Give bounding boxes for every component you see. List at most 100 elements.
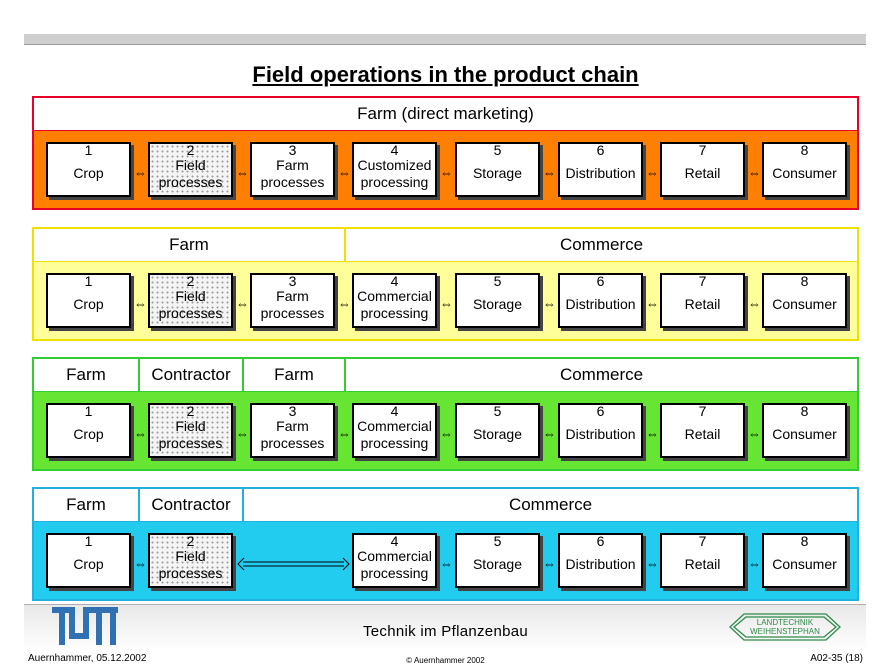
step-number: 6 bbox=[596, 142, 605, 158]
step-number: 5 bbox=[493, 403, 502, 419]
bidirectional-arrow-icon: ⇔ bbox=[543, 556, 556, 571]
step-label: Consumer bbox=[772, 426, 837, 442]
step-number: 2 bbox=[186, 403, 195, 419]
bidirectional-arrow-icon: ⇔ bbox=[543, 426, 556, 441]
bidirectional-arrow-icon: ⇔ bbox=[748, 296, 761, 311]
bidirectional-arrow-icon: ⇔ bbox=[440, 296, 453, 311]
bidirectional-arrow-icon: ⇔ bbox=[236, 165, 249, 180]
step-number: 8 bbox=[800, 273, 809, 289]
step-number: 6 bbox=[596, 273, 605, 289]
step-label: Field processes bbox=[158, 548, 223, 581]
bidirectional-arrow-icon: ⇔ bbox=[543, 296, 556, 311]
panel-header-farm: Farm bbox=[242, 359, 344, 391]
step-label: Distribution bbox=[565, 296, 636, 312]
step-number: 7 bbox=[698, 273, 707, 289]
bidirectional-arrow-icon: ⇔ bbox=[748, 556, 761, 571]
subtitle: Technik im Pflanzenbau bbox=[362, 623, 529, 640]
step-number: 1 bbox=[84, 273, 93, 289]
step-label: Field processes bbox=[158, 418, 223, 451]
step-label: Commercial processing bbox=[357, 548, 432, 581]
panel-header-commerce: Commerce bbox=[344, 229, 857, 261]
panel-header-commerce: Commerce bbox=[242, 489, 857, 521]
landtechnik-weihenstephan-logo: LANDTECHNIK WEIHENSTEPHAN bbox=[729, 613, 841, 641]
step-label: Customized processing bbox=[357, 157, 432, 190]
step-number: 8 bbox=[800, 533, 809, 549]
step-number: 8 bbox=[800, 403, 809, 419]
bidirectional-arrow-icon: ⇔ bbox=[338, 165, 351, 180]
step-number: 4 bbox=[390, 403, 399, 419]
long-bidirectional-arrow-icon bbox=[237, 557, 350, 571]
bidirectional-arrow-icon: ⇔ bbox=[236, 426, 249, 441]
bidirectional-arrow-icon: ⇔ bbox=[236, 296, 249, 311]
bidirectional-arrow-icon: ⇔ bbox=[440, 556, 453, 571]
step-label: Crop bbox=[73, 296, 104, 312]
step-number: 6 bbox=[596, 403, 605, 419]
bidirectional-arrow-icon: ⇔ bbox=[543, 165, 556, 180]
step-label: Consumer bbox=[772, 556, 837, 572]
step-label: Crop bbox=[73, 165, 104, 181]
page-title: Field operations in the product chain bbox=[252, 62, 639, 87]
svg-text:WEIHENSTEPHAN: WEIHENSTEPHAN bbox=[750, 627, 820, 636]
top-rule bbox=[24, 34, 866, 45]
step-label: Consumer bbox=[772, 296, 837, 312]
step-label: Farm processes bbox=[260, 288, 325, 321]
step-number: 2 bbox=[186, 142, 195, 158]
header-divider bbox=[34, 260, 857, 262]
step-number: 7 bbox=[698, 533, 707, 549]
header-divider bbox=[34, 390, 857, 392]
step-number: 7 bbox=[698, 142, 707, 158]
bidirectional-arrow-icon: ⇔ bbox=[646, 426, 659, 441]
bidirectional-arrow-icon: ⇔ bbox=[338, 426, 351, 441]
svg-text:LANDTECHNIK: LANDTECHNIK bbox=[757, 618, 814, 627]
step-label: Farm processes bbox=[260, 157, 325, 190]
step-number: 4 bbox=[390, 273, 399, 289]
bidirectional-arrow-icon: ⇔ bbox=[440, 165, 453, 180]
step-number: 3 bbox=[288, 403, 297, 419]
step-number: 1 bbox=[84, 142, 93, 158]
step-label: Retail bbox=[684, 165, 721, 181]
step-number: 5 bbox=[493, 142, 502, 158]
panel-header-farm: Farm bbox=[34, 359, 138, 391]
step-label: Crop bbox=[73, 426, 104, 442]
panel-header-farm-direct-marketing: Farm (direct marketing) bbox=[34, 98, 857, 130]
step-label: Storage bbox=[472, 426, 523, 442]
bidirectional-arrow-icon: ⇔ bbox=[134, 426, 147, 441]
step-number: 6 bbox=[596, 533, 605, 549]
step-number: 1 bbox=[84, 403, 93, 419]
footer-bar bbox=[24, 604, 866, 651]
bidirectional-arrow-icon: ⇔ bbox=[646, 556, 659, 571]
step-number: 5 bbox=[493, 533, 502, 549]
step-label: Distribution bbox=[565, 426, 636, 442]
copyright: © Auernhammer 2002 bbox=[406, 656, 485, 665]
step-number: 2 bbox=[186, 273, 195, 289]
step-number: 2 bbox=[186, 533, 195, 549]
header-divider bbox=[34, 520, 857, 522]
bidirectional-arrow-icon: ⇔ bbox=[440, 426, 453, 441]
step-label: Retail bbox=[684, 426, 721, 442]
header-divider bbox=[34, 129, 857, 131]
step-number: 4 bbox=[390, 142, 399, 158]
step-number: 1 bbox=[84, 533, 93, 549]
step-label: Farm processes bbox=[260, 418, 325, 451]
